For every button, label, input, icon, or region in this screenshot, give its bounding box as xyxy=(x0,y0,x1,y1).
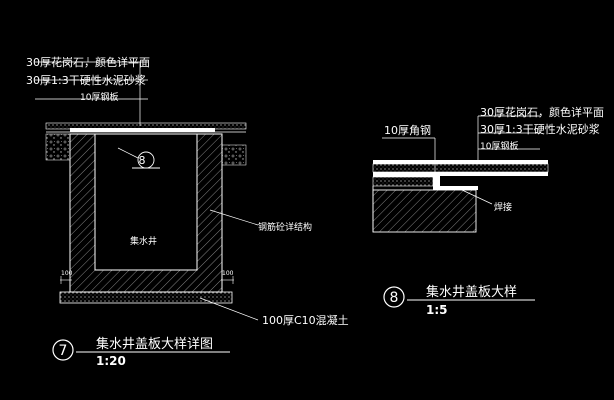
title-circle-7 xyxy=(52,339,74,361)
d8-steel-plate xyxy=(373,172,438,177)
base-label: 100厚C10混凝土 xyxy=(262,313,349,327)
gravel-left xyxy=(45,133,71,161)
d7-layer-2: 30厚1:3干硬性水泥砂浆 xyxy=(26,73,146,87)
d8-concrete-wall xyxy=(372,189,477,233)
d8-steel-plate-right xyxy=(438,172,548,176)
detail-8: 10厚角钢 30厚花岗石，颜色详平面 30厚1:3干硬性水泥砂浆 10厚钢板 焊… xyxy=(372,105,604,317)
gravel-right xyxy=(221,144,247,166)
d7-callout-number: 8 xyxy=(139,154,146,167)
title-number-8: 8 xyxy=(390,290,399,306)
angle-steel xyxy=(433,176,478,190)
title-circle-8 xyxy=(383,286,405,308)
d7-layer-3: 10厚钢板 xyxy=(80,91,118,103)
d7-layer-1: 30厚花岗石，颜色详平面 xyxy=(26,55,150,69)
well-cavity xyxy=(94,133,198,271)
scale-8: 1:5 xyxy=(426,303,448,317)
title-8: 集水井盖板大样 xyxy=(426,284,517,300)
d8-leaders xyxy=(382,115,540,205)
d8-granite-top xyxy=(373,160,548,164)
detail-7: 30厚花岗石，颜色详平面 30厚1:3干硬性水泥砂浆 10厚钢板 8 集水井 钢… xyxy=(26,55,349,368)
steel-cover-plate xyxy=(70,128,215,132)
title-7: 集水井盖板大样详图 xyxy=(96,336,213,352)
dim-right: 100 xyxy=(222,270,234,277)
well-label: 集水井 xyxy=(130,235,157,247)
dimension-lines xyxy=(60,276,234,284)
d8-layer-3: 10厚钢板 xyxy=(480,140,518,152)
d8-layer-1: 30厚花岗石，颜色详平面 xyxy=(480,105,604,119)
angle-label: 10厚角钢 xyxy=(384,124,431,137)
base-slab xyxy=(59,291,233,304)
weld-label: 焊接 xyxy=(494,201,512,213)
layer-leaders xyxy=(35,57,148,126)
structure-label: 钢筋砼详结构 xyxy=(258,221,312,233)
d8-layer-2: 30厚1:3干硬性水泥砂浆 xyxy=(480,122,600,136)
d8-lower-granite xyxy=(372,176,434,187)
scale-7: 1:20 xyxy=(96,354,126,368)
dim-left: 100 xyxy=(61,270,73,277)
title-number-7: 7 xyxy=(59,343,68,359)
d8-mortar-layer xyxy=(372,163,549,173)
